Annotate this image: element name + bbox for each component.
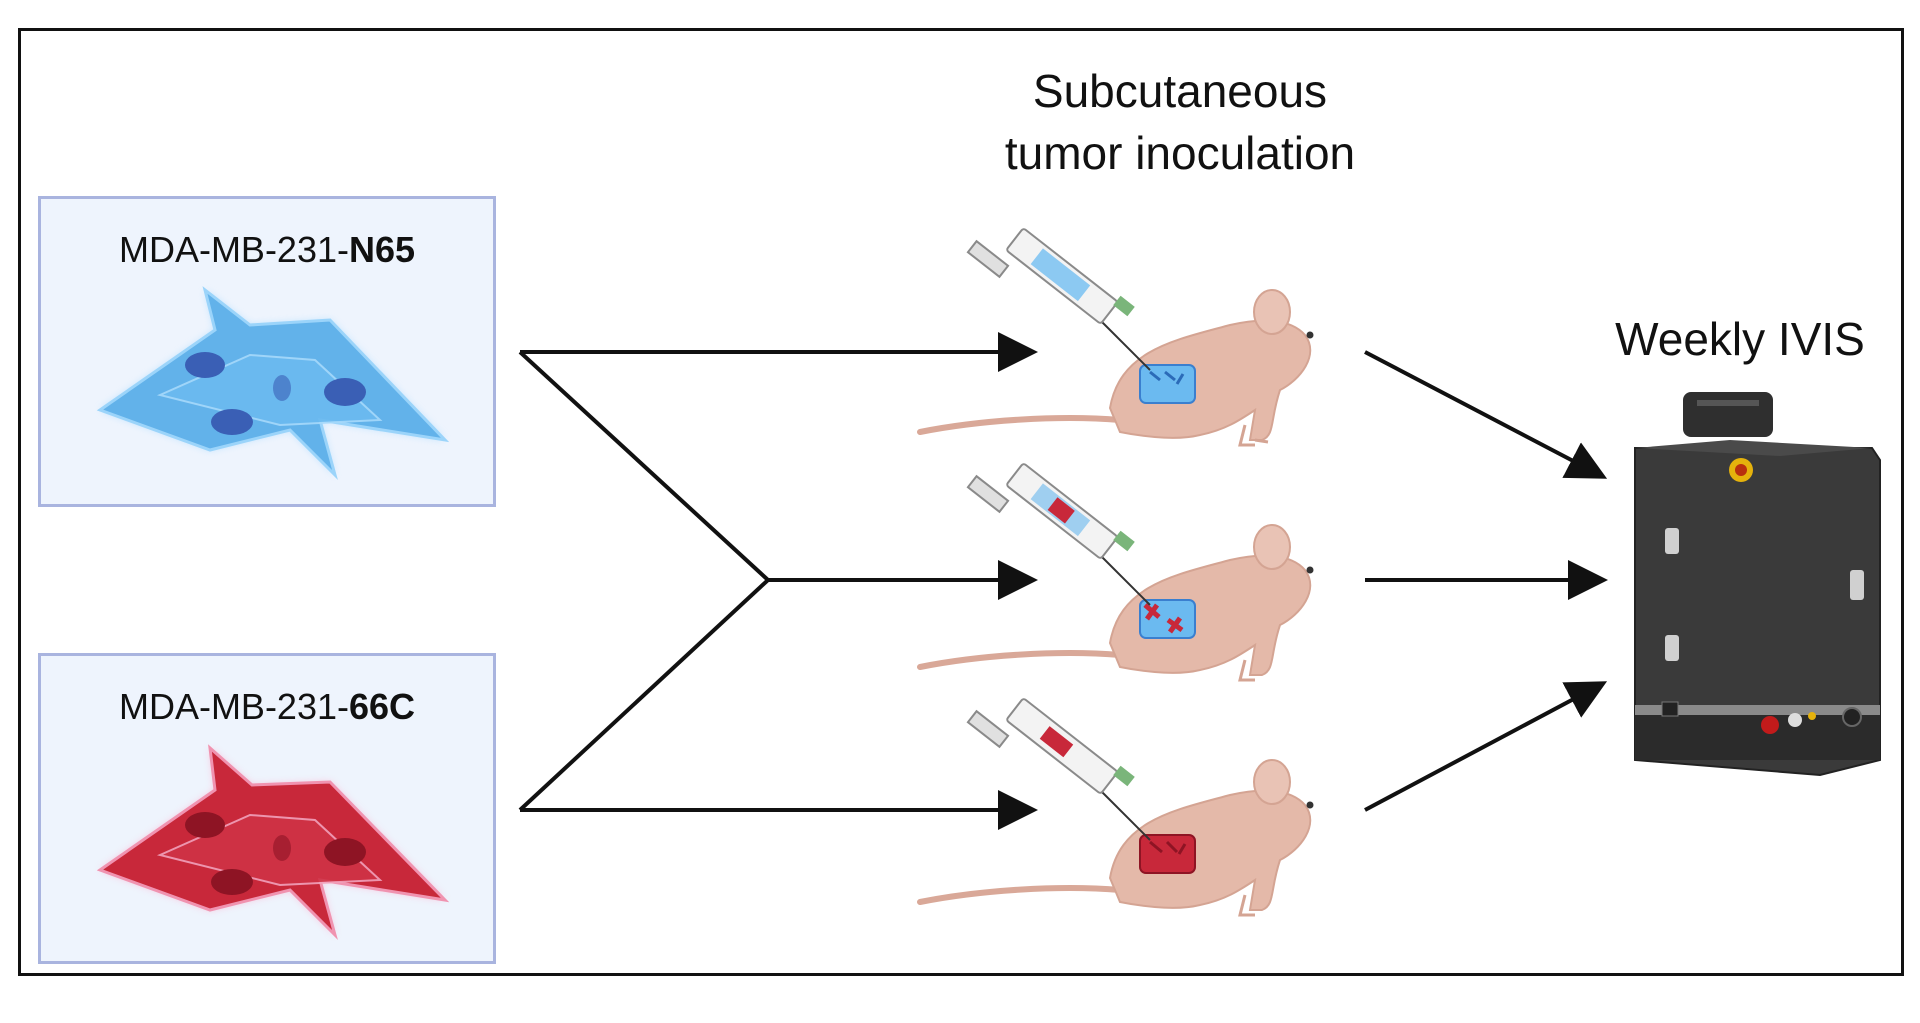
connector-line (518, 578, 770, 812)
tumor-red (1139, 834, 1196, 874)
tumor-blue (1139, 364, 1196, 404)
arrow-icon (1364, 350, 1608, 479)
mouse-icon (917, 289, 1314, 447)
ivis-imager-icon (1634, 392, 1881, 777)
cell-line-66c-title: MDA-MB-231-66C (41, 686, 493, 728)
cell-line-66c-suffix: 66C (348, 686, 416, 727)
cell-line-n65-suffix: N65 (348, 229, 416, 270)
connector-line (518, 350, 770, 582)
inoculation-label: Subcutaneous tumor inoculation (940, 60, 1420, 184)
connector-lines (518, 332, 1038, 830)
cell-icon (96, 744, 450, 941)
cell-line-66c-prefix: MDA-MB-231- (118, 686, 349, 727)
mouse-icon (917, 759, 1314, 917)
mouse-icon (917, 524, 1314, 682)
syringe-icon (966, 463, 1151, 606)
mouse-with-syringe-3 (917, 698, 1314, 917)
mouse-with-syringe-1 (917, 228, 1314, 447)
arrow-icon (1364, 681, 1608, 812)
mouse-with-syringe-2 (917, 463, 1314, 682)
inoculation-label-line1: Subcutaneous (1032, 65, 1328, 117)
inoculation-label-line2: tumor inoculation (1004, 127, 1356, 179)
cell-line-n65-prefix: MDA-MB-231- (118, 229, 349, 270)
cell-line-n65-title: MDA-MB-231-N65 (41, 229, 493, 271)
syringe-icon (966, 698, 1151, 841)
imaging-label: Weekly IVIS (1615, 313, 1865, 365)
syringe-icon (966, 228, 1151, 371)
cell-icon (96, 286, 450, 481)
